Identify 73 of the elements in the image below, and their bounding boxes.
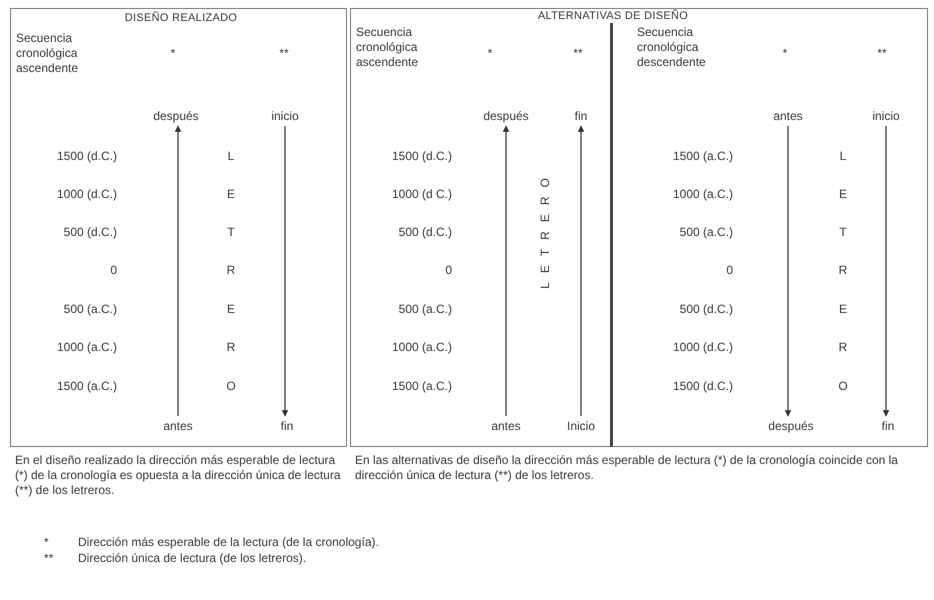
letter: R xyxy=(226,340,236,354)
letter: L xyxy=(228,149,234,163)
date-label: 1000 (a.C.) xyxy=(672,187,733,201)
arrow xyxy=(502,125,510,416)
vertical-word: LETRERO xyxy=(538,169,552,289)
endpoint-label: después xyxy=(483,109,529,123)
letter: E xyxy=(227,187,235,201)
date-label: 500 (a.C.) xyxy=(398,302,452,316)
letter: T xyxy=(839,225,847,239)
arrow xyxy=(282,126,288,417)
letter: T xyxy=(227,225,235,239)
endpoint-label: después xyxy=(153,109,199,123)
footnote-mark: ** xyxy=(44,551,54,565)
endpoint-label: antes xyxy=(491,419,521,433)
endpoint-label: fin xyxy=(882,419,894,433)
endpoint-label: fin xyxy=(280,419,294,433)
panel-title: DISEÑO REALIZADO xyxy=(124,12,238,24)
asterisk-mark: * xyxy=(170,46,176,60)
sequence-label: Secuencia cronológica descendente xyxy=(637,25,707,70)
letter: R xyxy=(838,340,848,354)
sequence-label: Secuencia cronológica ascendente xyxy=(356,25,420,70)
endpoint-label: inicio xyxy=(271,109,299,123)
endpoint-label: después xyxy=(768,419,814,433)
caption-text: En el diseño realizado la dirección más esperable de lectura (*) de la cronología es opuesta a la dirección única de lectura (**) de los letreros. xyxy=(15,453,342,498)
letter: R xyxy=(838,263,848,277)
endpoint-label: fin xyxy=(574,109,588,123)
footnote-text: Dirección más esperable de la lectura (de la cronología). xyxy=(78,535,379,549)
footnote-text: Dirección única de lectura (de los letreros). xyxy=(78,551,306,565)
letter: L xyxy=(840,149,846,163)
date-label: 0 xyxy=(726,263,733,277)
panel-title: ALTERNATIVAS DE DISEÑO xyxy=(538,10,688,22)
endpoint-label: antes xyxy=(163,419,193,433)
letter: O xyxy=(838,379,848,393)
panel xyxy=(350,8,928,447)
panel xyxy=(10,8,347,447)
date-label: 1500 (a.C.) xyxy=(672,149,733,163)
date-label: 500 (a.C.) xyxy=(680,225,733,239)
letter: E xyxy=(839,187,847,201)
footnote-mark: * xyxy=(44,535,49,549)
date-label: 1500 (d.C.) xyxy=(56,149,117,163)
letter: E xyxy=(839,302,847,316)
date-label: 500 (d.C.) xyxy=(64,225,117,239)
sequence-label: Secuencia cronológica ascendente xyxy=(16,31,80,76)
asterisk-mark: ** xyxy=(279,46,289,60)
caption-text: En las alternativas de diseño la dirección más esperable de lectura (*) de la cronología coincide con la dirección única de lectura (**) de los letreros. xyxy=(355,453,899,483)
date-label: 1000 (d.C.) xyxy=(672,340,733,354)
arrow xyxy=(174,125,182,416)
arrow xyxy=(784,126,792,417)
date-label: 500 (d.C.) xyxy=(680,302,733,316)
date-label: 0 xyxy=(110,263,117,277)
date-label: 1000 (a.C.) xyxy=(392,340,452,354)
date-label: 1000 (d.C.) xyxy=(56,187,117,201)
date-label: 1000 (d C.) xyxy=(392,187,452,201)
endpoint-label: Inicio xyxy=(567,419,595,433)
date-label: 500 (d.C.) xyxy=(398,225,452,239)
asterisk-mark: * xyxy=(782,46,788,60)
date-label: 1500 (d.C.) xyxy=(672,379,733,393)
asterisk-mark: ** xyxy=(573,46,583,60)
asterisk-mark: * xyxy=(488,46,492,60)
date-label: 1500 (d.C.) xyxy=(392,149,452,163)
endpoint-label: inicio xyxy=(872,109,900,123)
letter: R xyxy=(226,263,236,277)
date-label: 1500 (a.C.) xyxy=(392,379,452,393)
date-label: 500 (a.C.) xyxy=(64,302,117,316)
arrow xyxy=(882,126,890,417)
asterisk-mark: ** xyxy=(877,46,887,60)
letter: E xyxy=(227,302,235,316)
date-label: 1500 (a.C.) xyxy=(56,379,117,393)
letter: O xyxy=(226,379,236,393)
date-label: 1000 (a.C.) xyxy=(56,340,117,354)
endpoint-label: antes xyxy=(773,109,803,123)
arrow xyxy=(578,125,584,416)
date-label: 0 xyxy=(445,263,452,277)
